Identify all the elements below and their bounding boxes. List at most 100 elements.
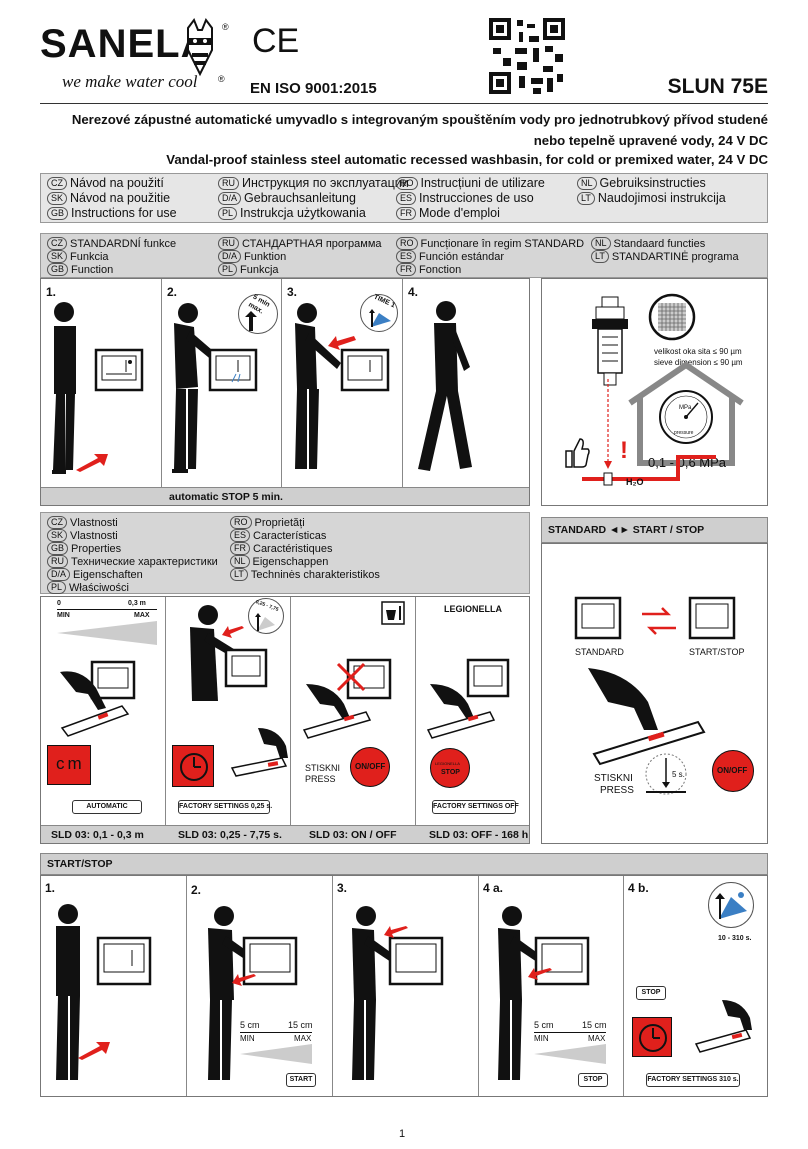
- prop-caption-4: SLD 03: OFF - 168 h: [429, 829, 529, 841]
- qr-code-icon: [489, 18, 565, 94]
- standard-startstop-header: [541, 517, 768, 543]
- timer-badge-310: [708, 882, 754, 928]
- range-15cm-2: 15 cm: [582, 1020, 607, 1030]
- registered-mark-2: ®: [218, 74, 225, 84]
- tag-factory-310: FACTORY SETTINGS 310 s.: [646, 1073, 740, 1087]
- prop-caption-3: SLD 03: ON / OFF: [309, 829, 397, 841]
- title-cz-2: nebo tepelně upravené vody, 24 V DC: [533, 133, 768, 148]
- hand-remote-icon-2: [230, 728, 288, 777]
- tag-automatic: AUTOMATIC: [72, 800, 142, 814]
- washbasin-sensor-icon-6: [466, 658, 510, 698]
- range-max: MAX: [134, 612, 150, 619]
- function-caption: automatic STOP 5 min.: [169, 491, 283, 503]
- step-1: 1.: [46, 285, 57, 299]
- sensor-beam-icon: [57, 621, 157, 645]
- on-off-button[interactable]: ON/OFF: [350, 747, 390, 787]
- brand-logo: SANELA ® we make water cool ®: [40, 17, 240, 100]
- ss-step-4a: 4 a.: [483, 881, 504, 895]
- tag-factory-025: FACTORY SETTINGS 0,25 s.: [178, 800, 272, 814]
- hand-remote-icon-6: [694, 1000, 752, 1053]
- hand-remote-icon-4: [426, 684, 496, 739]
- press-label-en: PRESS: [305, 774, 336, 784]
- red-cross-icon: [336, 662, 366, 692]
- red-arrow-icon-5: [232, 974, 256, 986]
- range-min-2: MIN: [240, 1034, 255, 1043]
- stop-tag: STOP: [636, 986, 666, 1000]
- range-15cm: 15 cm: [288, 1020, 313, 1030]
- gauge-label: pressure: [674, 430, 694, 436]
- hand-remote-icon: [60, 671, 130, 737]
- raccoon-logo-icon: [187, 17, 213, 77]
- pressure-gauge-icon: [659, 390, 713, 444]
- range-line: [57, 609, 157, 610]
- range-5cm-2: 5 cm: [534, 1020, 554, 1030]
- remote-screen-clock-2: [632, 1017, 672, 1057]
- water-drop-icon-2: [715, 892, 747, 919]
- water-drop-icon: [369, 309, 391, 327]
- registered-mark: ®: [222, 22, 229, 32]
- washbasin-sensor-icon-7: [96, 936, 152, 986]
- prop-caption-1: SLD 03: 0,1 - 0,3 m: [51, 829, 144, 841]
- washbasin-standard-icon: [574, 596, 622, 640]
- red-arrow-icon-3: [222, 626, 244, 638]
- press-seconds: 5 s.: [672, 770, 685, 779]
- range-min-3: MIN: [534, 1034, 549, 1043]
- thumbs-up-icon: [565, 438, 590, 468]
- ce-mark: CE: [252, 22, 300, 60]
- title-cz: Nerezové zápustné automatické umyvadlo s…: [71, 112, 768, 127]
- cleaning-bucket-icon: [381, 601, 405, 625]
- hand-remote-icon-3: [302, 684, 372, 739]
- water-pipe-icon: [582, 379, 716, 486]
- range-max-value: 0,3 m: [128, 600, 146, 607]
- red-arrow-icon-4: [78, 1042, 110, 1060]
- model-number: SLUN 75E: [667, 75, 768, 98]
- mesh-size-cz: velikost oka sita ≤ 90 µm: [654, 347, 742, 356]
- tag-factory-off: FACTORY SETTINGS OFF: [432, 800, 519, 814]
- sensor-beam-icon-2: [240, 1044, 312, 1064]
- clock-icon: [180, 753, 208, 781]
- legionella-title: LEGIONELLA: [444, 604, 502, 614]
- properties-header: [40, 512, 530, 594]
- start-button[interactable]: START: [286, 1073, 316, 1087]
- stop-button[interactable]: STOP: [578, 1073, 608, 1087]
- washbasin-sensor-icon: [94, 348, 144, 392]
- standard-label: STANDARD: [575, 647, 624, 657]
- gauge-unit: MPa: [679, 405, 692, 411]
- timer-arrow-icon-2: [255, 613, 275, 631]
- person-washing-icon-5: [352, 906, 404, 1080]
- on-off-button-2[interactable]: ON/OFF: [712, 750, 754, 792]
- header-divider: [40, 103, 768, 104]
- person-standing-icon: [52, 302, 76, 474]
- washbasin-startstop-icon: [688, 596, 736, 640]
- standard-startstop-title: STANDARD ◄► START / STOP: [548, 524, 705, 536]
- title-en: Vandal-proof stainless steel automatic r…: [166, 152, 768, 167]
- range-max-3: MAX: [588, 1034, 606, 1043]
- remote-screen-cm: cm: [47, 745, 91, 785]
- step-2: 2.: [167, 285, 178, 299]
- red-arrow-icon-6: [384, 926, 408, 938]
- iso-cert: EN ISO 9001:2015: [250, 80, 377, 97]
- filter-valve-icon: [592, 296, 628, 386]
